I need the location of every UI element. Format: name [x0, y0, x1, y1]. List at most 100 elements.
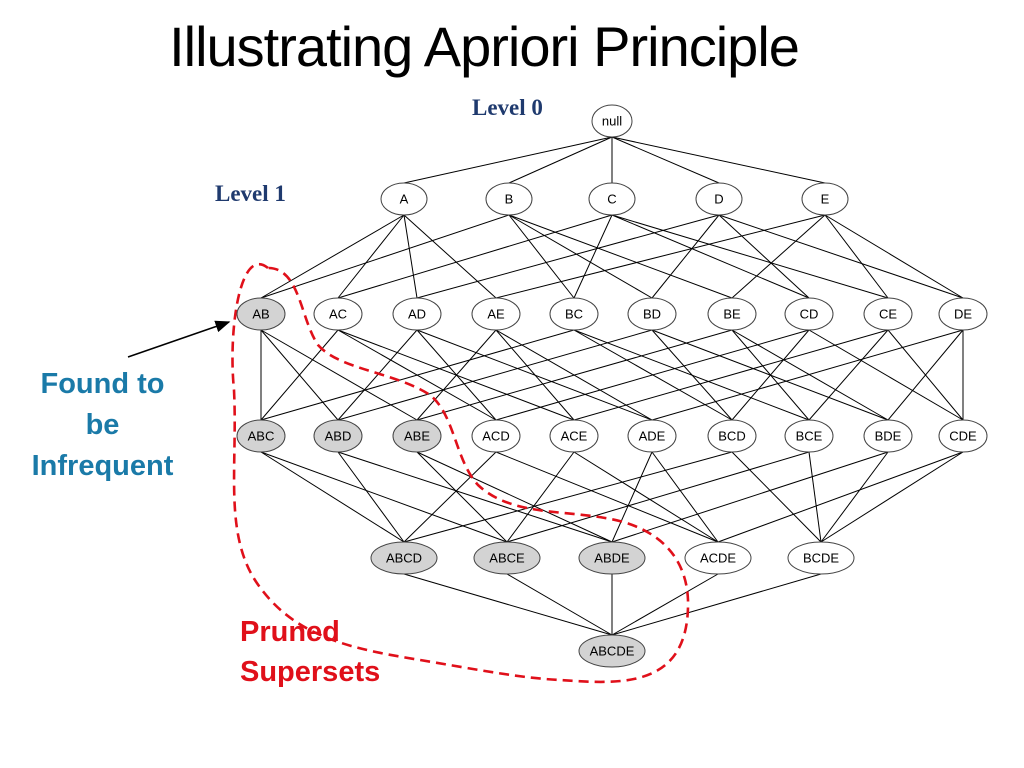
edge-DE-ADE: [651, 329, 964, 421]
node-ac: AC: [313, 297, 363, 331]
node-label-ce: CE: [879, 307, 897, 322]
node-bde: BDE: [863, 419, 913, 453]
edge-CE-BCE: [808, 329, 889, 421]
node-ellipse-abd: [313, 419, 363, 453]
node-ellipse-acd: [471, 419, 521, 453]
node-ellipse-cd: [784, 297, 834, 331]
node-acd: ACD: [471, 419, 521, 453]
edge-E-DE: [824, 214, 964, 299]
node-ellipse-abcd: [370, 541, 438, 575]
node-a: A: [380, 182, 428, 216]
edge-ADE-ACDE: [651, 451, 719, 543]
edge-AE-ACE: [495, 329, 575, 421]
node-ad: AD: [392, 297, 442, 331]
level-1-label: Level 1: [215, 181, 286, 206]
edge-ABE-ABCE: [416, 451, 508, 543]
node-ellipse-ade: [627, 419, 677, 453]
edge-E-BE: [731, 214, 826, 299]
node-ab: AB: [236, 297, 286, 331]
node-ellipse-ce: [863, 297, 913, 331]
node-ae: AE: [471, 297, 521, 331]
edge-null-E: [611, 136, 826, 184]
found-line-3: Infrequent: [31, 450, 174, 482]
node-ellipse-acde: [684, 541, 752, 575]
node-label-bce: BCE: [796, 429, 823, 444]
node-label-bcde: BCDE: [803, 551, 839, 566]
node-bcd: BCD: [707, 419, 757, 453]
pruned-line-2: Supersets: [240, 656, 381, 688]
node-label-abde: ABDE: [594, 551, 630, 566]
node-label-abd: ABD: [325, 429, 352, 444]
node-label-abcd: ABCD: [386, 551, 422, 566]
node-abcde: ABCDE: [578, 634, 646, 668]
node-bce: BCE: [784, 419, 834, 453]
node-ellipse-de: [938, 297, 988, 331]
node-cde: CDE: [938, 419, 988, 453]
edge-B-BC: [508, 214, 575, 299]
level-0-label: Level 0: [472, 95, 543, 120]
node-acde: ACDE: [684, 541, 752, 575]
node-ellipse-c: [588, 182, 636, 216]
node-label-d: D: [714, 192, 723, 207]
edge-AE-ABE: [416, 329, 497, 421]
edge-ADE-ABDE: [611, 451, 653, 543]
edge-CE-ACE: [573, 329, 889, 421]
edge-BE-BDE: [731, 329, 889, 421]
node-ellipse-bcde: [787, 541, 855, 575]
node-ellipse-be: [707, 297, 757, 331]
found-line-1: Found to: [40, 368, 165, 400]
node-ellipse-bc: [549, 297, 599, 331]
edge-ACDE-ABCDE: [611, 573, 719, 636]
node-ellipse-null: [591, 104, 633, 138]
node-ellipse-ae: [471, 297, 521, 331]
node-label-ae: AE: [487, 307, 505, 322]
node-abd: ABD: [313, 419, 363, 453]
node-label-bd: BD: [643, 307, 661, 322]
edge-CD-BCD: [731, 329, 810, 421]
edge-A-AD: [403, 214, 418, 299]
node-abe: ABE: [392, 419, 442, 453]
node-ellipse-abde: [578, 541, 646, 575]
node-ellipse-d: [695, 182, 743, 216]
found-line-2: be: [85, 409, 120, 441]
pruned-supersets-label: Pruned Supersets: [240, 612, 380, 692]
node-label-e: E: [821, 192, 830, 207]
node-de: DE: [938, 297, 988, 331]
edge-BDE-BCDE: [820, 451, 889, 543]
edge-B-AB: [260, 214, 510, 299]
edge-E-AE: [495, 214, 826, 299]
node-ace: ACE: [549, 419, 599, 453]
node-label-b: B: [505, 192, 514, 207]
edge-BE-ABE: [416, 329, 733, 421]
node-label-bcd: BCD: [718, 429, 745, 444]
node-label-acde: ACDE: [700, 551, 736, 566]
node-label-de: DE: [954, 307, 972, 322]
edge-CDE-ACDE: [717, 451, 964, 543]
node-ellipse-abcde: [578, 634, 646, 668]
edge-BD-ABD: [337, 329, 653, 421]
node-abce: ABCE: [473, 541, 541, 575]
slide-title: Illustrating Apriori Principle: [169, 15, 800, 78]
node-label-null: null: [602, 114, 622, 129]
edge-D-AD: [416, 214, 720, 299]
edge-DE-BDE: [887, 329, 964, 421]
node-bd: BD: [627, 297, 677, 331]
node-b: B: [485, 182, 533, 216]
edge-C-CE: [611, 214, 889, 299]
node-abde: ABDE: [578, 541, 646, 575]
node-c: C: [588, 182, 636, 216]
edge-D-CD: [718, 214, 810, 299]
node-label-cd: CD: [800, 307, 819, 322]
node-ellipse-bde: [863, 419, 913, 453]
node-ce: CE: [863, 297, 913, 331]
node-be: BE: [707, 297, 757, 331]
edge-BC-ABC: [260, 329, 575, 421]
node-label-abce: ABCE: [489, 551, 525, 566]
edge-B-BD: [508, 214, 653, 299]
found-infrequent-label: Found to be Infrequent: [10, 364, 195, 487]
node-label-ad: AD: [408, 307, 426, 322]
node-label-abcde: ABCDE: [590, 644, 635, 659]
edge-ABCD-ABCDE: [403, 573, 613, 636]
